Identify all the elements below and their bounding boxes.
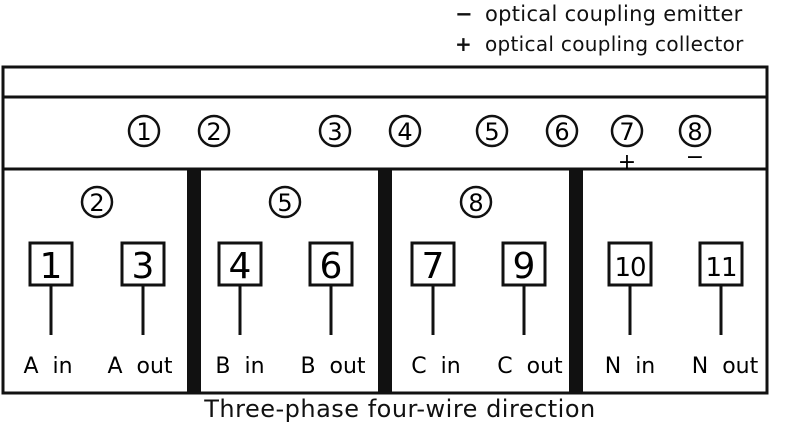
svg-text:11: 11	[705, 253, 736, 283]
label-n-in: N in	[605, 354, 656, 379]
svg-text:10: 10	[614, 253, 645, 283]
svg-text:6: 6	[320, 246, 343, 287]
svg-text:8: 8	[687, 118, 702, 146]
separator-bar	[378, 169, 392, 393]
top-number-5: 5	[475, 114, 509, 148]
terminal-3: 3	[120, 241, 166, 335]
separator-bar	[569, 169, 583, 393]
phase-number-c: 8	[459, 185, 493, 219]
minus-symbol: −	[455, 2, 473, 26]
svg-text:5: 5	[277, 189, 292, 217]
svg-text:9: 9	[513, 246, 536, 287]
terminal-7: 7	[410, 241, 456, 335]
terminal-6: 6	[308, 241, 354, 335]
top-number-2: 2	[197, 114, 231, 148]
label-a-in: A in	[23, 354, 72, 379]
svg-text:3: 3	[327, 118, 342, 146]
phase-number-b: 5	[268, 185, 302, 219]
terminal-10: 10	[607, 241, 653, 335]
svg-text:4: 4	[397, 118, 412, 146]
label-c-out: C out	[497, 354, 563, 379]
svg-text:4: 4	[229, 246, 252, 287]
label-b-out: B out	[300, 354, 365, 379]
legend-emitter-text: optical coupling emitter	[485, 2, 743, 26]
plus-polarity: +	[618, 150, 636, 175]
svg-text:8: 8	[468, 189, 483, 217]
svg-text:6: 6	[554, 118, 569, 146]
diagram-caption: Three-phase four-wire direction	[204, 395, 596, 423]
top-number-6: 6	[545, 114, 579, 148]
svg-text:1: 1	[136, 118, 151, 146]
legend-emitter: −optical coupling emitter	[455, 2, 743, 26]
top-number-3: 3	[318, 114, 352, 148]
svg-text:2: 2	[206, 118, 221, 146]
minus-polarity: −	[686, 145, 704, 170]
label-n-out: N out	[692, 354, 759, 379]
legend-collector: + optical coupling collector	[455, 32, 744, 56]
terminal-9: 9	[501, 241, 547, 335]
terminal-11: 11	[698, 241, 744, 335]
label-b-in: B in	[215, 354, 264, 379]
top-number-7: 7	[610, 114, 644, 148]
svg-text:7: 7	[422, 246, 445, 287]
svg-text:3: 3	[132, 246, 155, 287]
top-number-8: 8	[678, 114, 712, 148]
label-c-in: C in	[411, 354, 460, 379]
svg-text:5: 5	[484, 118, 499, 146]
separator-bar	[187, 169, 201, 393]
svg-text:1: 1	[40, 246, 63, 287]
plus-symbol: +	[455, 32, 473, 56]
terminal-4: 4	[217, 241, 263, 335]
top-number-1: 1	[127, 114, 161, 148]
svg-text:7: 7	[619, 118, 634, 146]
legend-collector-text: optical coupling collector	[485, 32, 744, 56]
terminal-1: 1	[28, 241, 74, 335]
phase-number-a: 2	[80, 185, 114, 219]
svg-text:2: 2	[89, 189, 104, 217]
top-number-4: 4	[388, 114, 422, 148]
label-a-out: A out	[107, 354, 172, 379]
